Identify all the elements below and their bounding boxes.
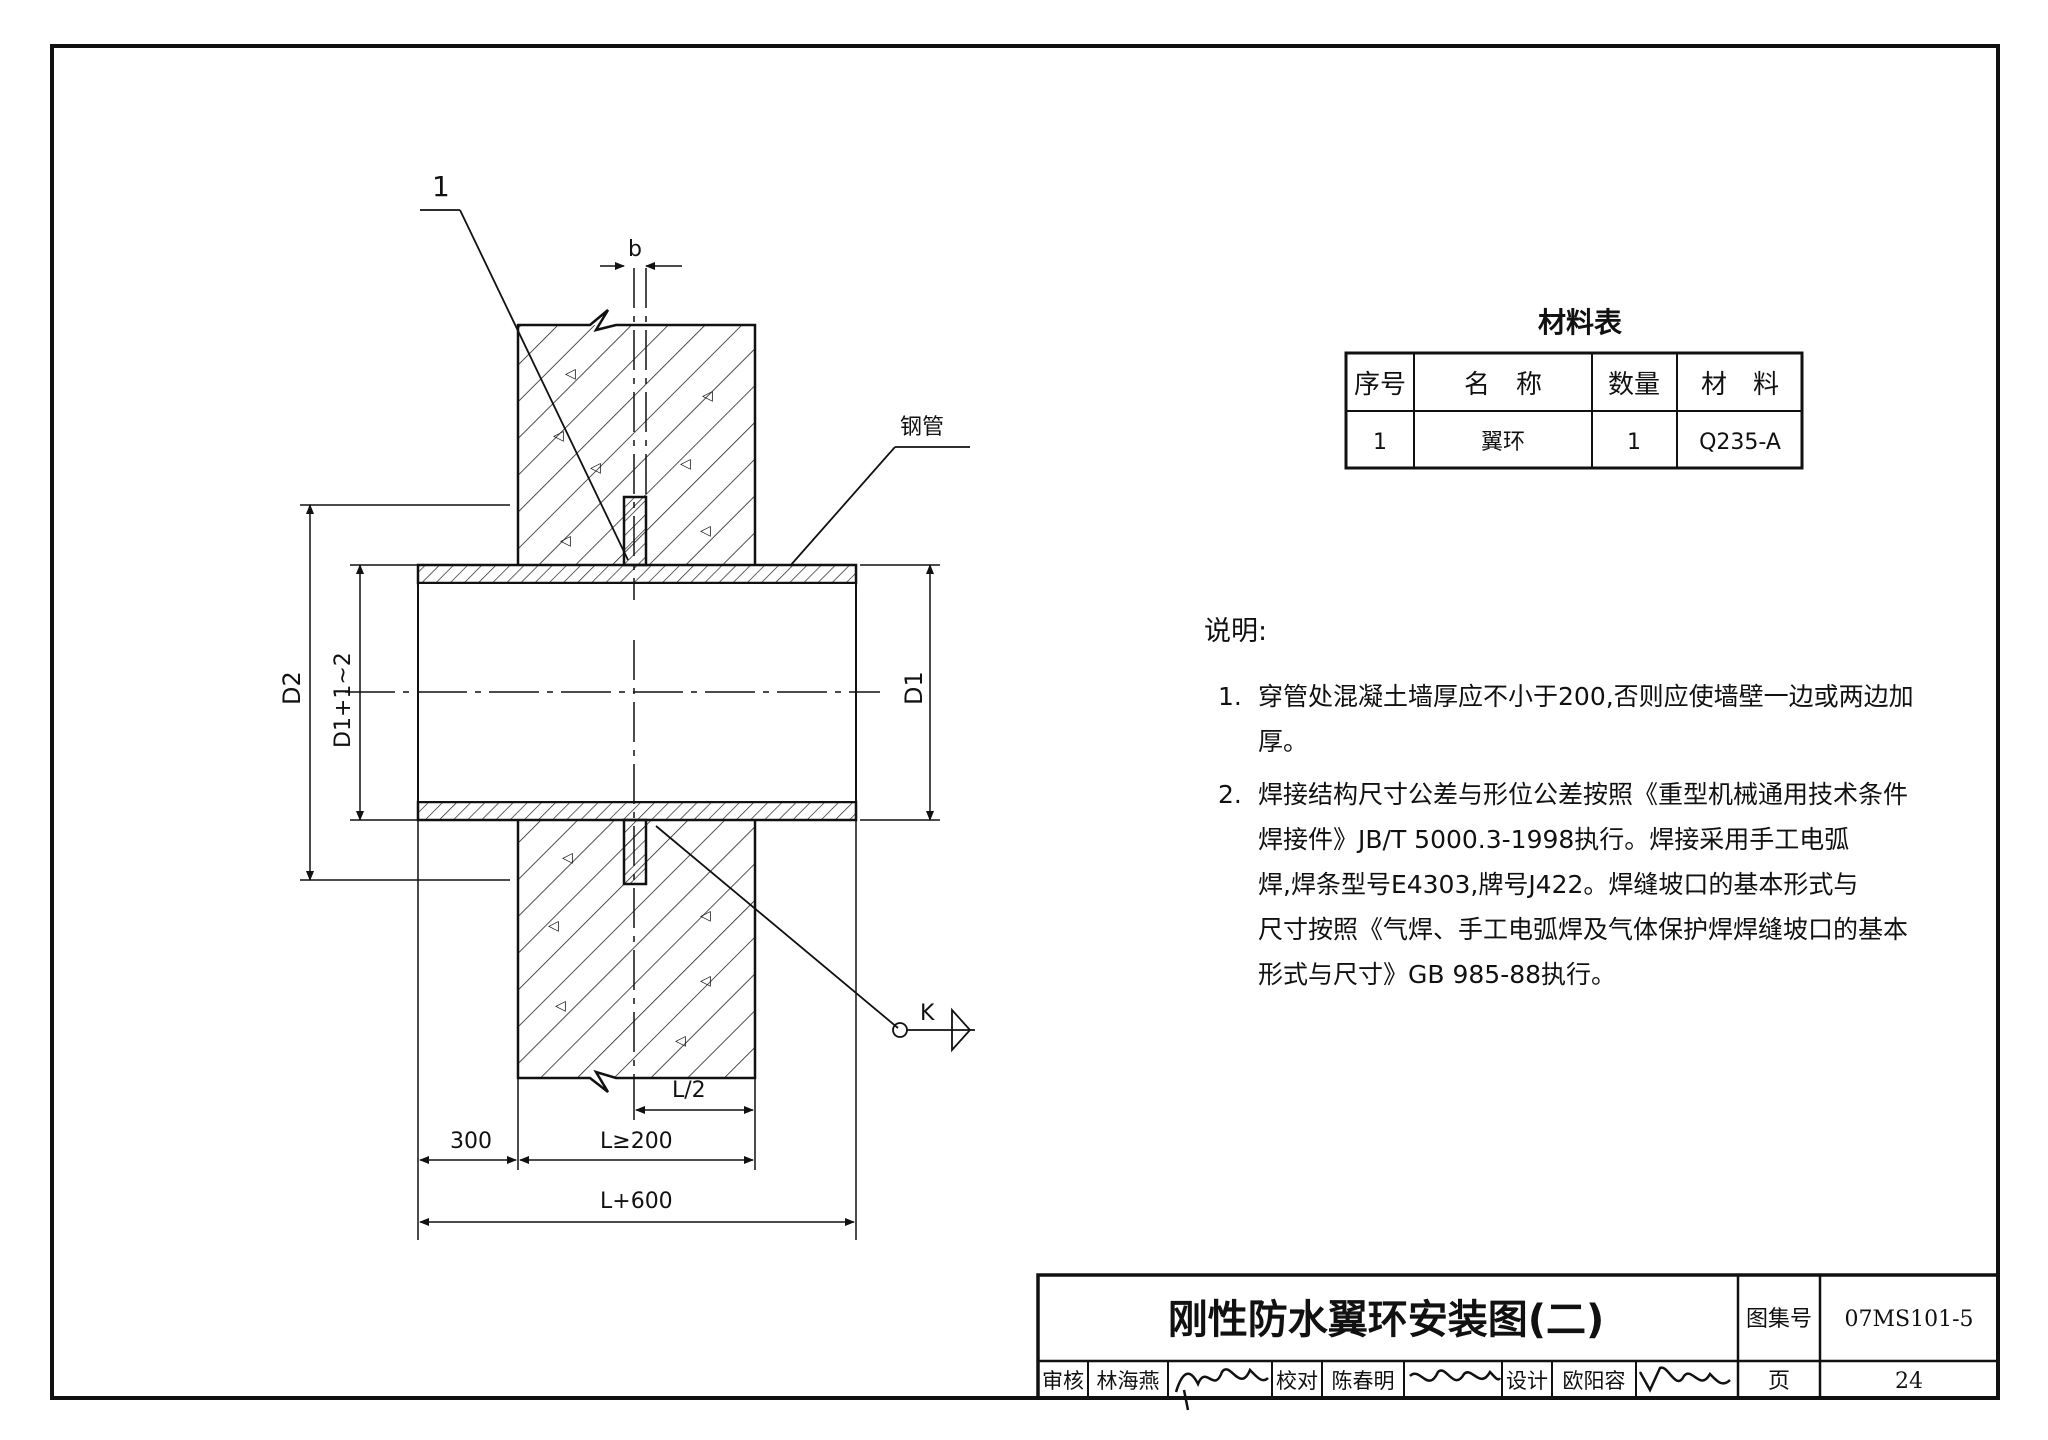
svg-text:◁: ◁	[553, 428, 564, 444]
note-2-line-4: 尺寸按照《气焊、手工电弧焊及气体保护焊焊缝坡口的基本	[1258, 915, 1908, 944]
svg-text:◁: ◁	[562, 850, 573, 866]
weld-symbol-k: K	[920, 1001, 935, 1026]
dimension-row-1: 300 L≥200	[417, 820, 857, 1240]
svg-text:◁: ◁	[702, 388, 713, 404]
check-name: 陈春明	[1332, 1369, 1395, 1393]
dim-wall-label: L≥200	[600, 1129, 673, 1154]
table-cell-name: 翼环	[1481, 430, 1525, 455]
dim-d2-label: D2	[278, 671, 306, 705]
svg-text:◁: ◁	[560, 533, 571, 549]
svg-text:◁: ◁	[700, 973, 711, 989]
svg-text:◁: ◁	[555, 998, 566, 1014]
weld-callout: K	[655, 825, 975, 1053]
review-label: 审核	[1042, 1369, 1084, 1393]
sheet-border	[50, 44, 2000, 1400]
dimension-total: L+600	[419, 1189, 855, 1226]
svg-text:◁: ◁	[565, 366, 576, 382]
svg-text:◁: ◁	[680, 456, 691, 472]
wing-ring-upper	[622, 495, 648, 567]
material-table: 材料表 序号 名 称 数量 材 料 1 翼环 1 Q235-A	[1344, 306, 1804, 470]
dimension-b: b	[600, 237, 682, 270]
table-header-material: 材 料	[1701, 370, 1779, 400]
dim-half-l-label: L/2	[672, 1078, 706, 1103]
dim-d1-tol-label: D1+1~2	[331, 652, 356, 748]
dimension-d1-tolerance: D1+1~2	[331, 564, 418, 821]
review-name: 林海燕	[1097, 1369, 1160, 1393]
table-cell-material: Q235-A	[1699, 430, 1781, 455]
dimension-d1: D1	[860, 564, 940, 821]
dim-total-label: L+600	[600, 1189, 673, 1214]
table-cell-no: 1	[1373, 430, 1387, 455]
note-1-line-1: 穿管处混凝土墙厚应不小于200,否则应使墙壁一边或两边加	[1258, 682, 1914, 711]
material-table-title: 材料表	[1538, 306, 1622, 339]
svg-text:◁: ◁	[675, 1033, 686, 1049]
svg-text:◁: ◁	[590, 460, 601, 476]
title-block: 刚性防水翼环安装图(二) 图集号 07MS101-5 页 24 审核 林海燕 校…	[1036, 1273, 2000, 1411]
table-cell-qty: 1	[1627, 430, 1641, 455]
dimension-d2: D2	[278, 504, 510, 881]
check-label: 校对	[1276, 1369, 1318, 1393]
note-2-num: 2.	[1218, 780, 1242, 809]
svg-text:◁: ◁	[548, 918, 559, 934]
design-label: 设计	[1506, 1369, 1548, 1393]
notes: 说明: 1. 穿管处混凝土墙厚应不小于200,否则应使墙壁一边或两边加 厚。 2…	[1204, 616, 1914, 989]
atlas-label: 图集号	[1746, 1307, 1812, 1332]
page-number: 24	[1895, 1369, 1923, 1394]
wing-ring-lower	[622, 818, 648, 886]
note-2-line-2: 焊接件》JB/T 5000.3-1998执行。焊接采用手工电弧	[1258, 825, 1849, 854]
review-signature	[1174, 1367, 1269, 1411]
design-name: 欧阳容	[1563, 1369, 1626, 1393]
table-header-qty: 数量	[1608, 370, 1660, 400]
callout-number: 1	[432, 170, 450, 203]
dim-300-label: 300	[450, 1129, 492, 1154]
svg-text:◁: ◁	[700, 908, 711, 924]
note-2-line-1: 焊接结构尺寸公差与形位公差按照《重型机械通用技术条件	[1258, 780, 1908, 809]
svg-text:◁: ◁	[700, 523, 711, 539]
pipe-wall-top	[416, 563, 858, 585]
note-2-line-3: 焊,焊条型号E4303,牌号J422。焊缝坡口的基本形式与	[1258, 870, 1858, 899]
page-label: 页	[1768, 1369, 1790, 1394]
check-signature	[1409, 1369, 1502, 1382]
pipe-callout: 钢管	[789, 415, 970, 567]
pipe-label: 钢管	[900, 415, 944, 440]
design-signature	[1638, 1366, 1731, 1393]
note-1-num: 1.	[1218, 682, 1242, 711]
table-header-name: 名 称	[1464, 370, 1542, 400]
callout-1: 1	[420, 170, 629, 561]
section-drawing: ◁ ◁ ◁ ◁ ◁ ◁ ◁ ◁ ◁ ◁ ◁ ◁ ◁	[278, 170, 975, 1240]
note-2-line-5: 形式与尺寸》GB 985-88执行。	[1258, 960, 1616, 989]
dim-b-label: b	[628, 237, 642, 262]
table-header-no: 序号	[1354, 370, 1406, 400]
dimension-half-l: L/2	[633, 1078, 756, 1120]
pipe-wall-bottom	[416, 800, 858, 822]
atlas-number: 07MS101-5	[1844, 1307, 1973, 1332]
drawing-title: 刚性防水翼环安装图(二)	[1168, 1297, 1605, 1343]
dim-d1-label: D1	[900, 671, 928, 705]
note-1-line-2: 厚。	[1258, 727, 1308, 756]
notes-heading: 说明:	[1204, 616, 1267, 647]
